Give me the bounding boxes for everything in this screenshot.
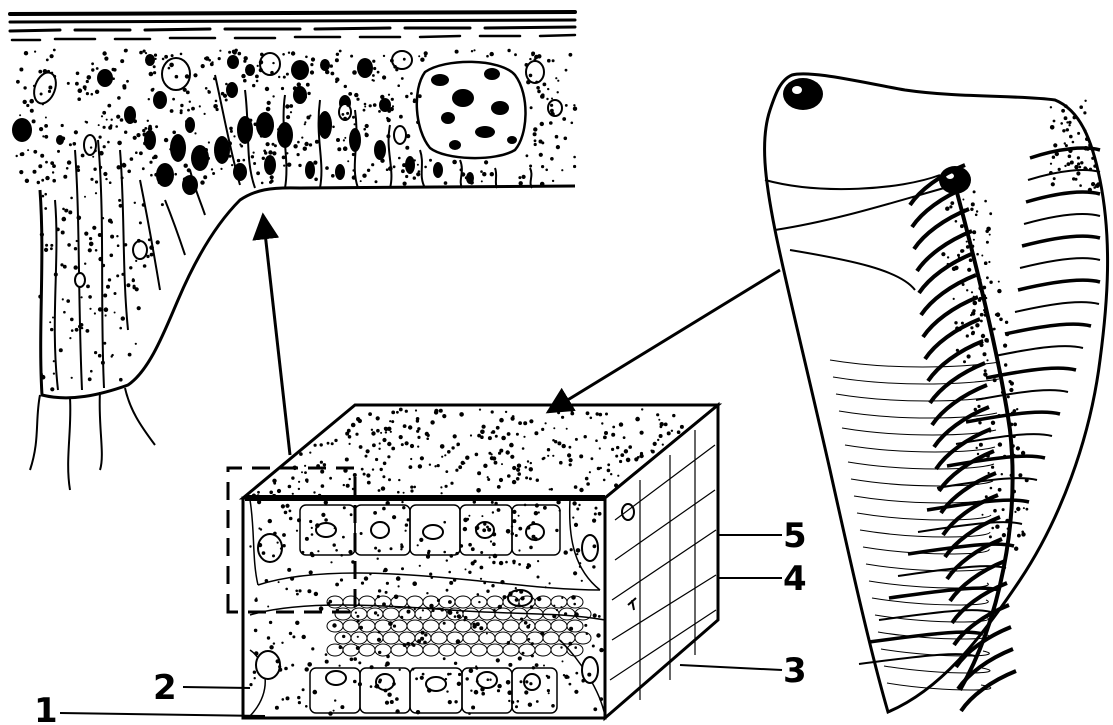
large-nucleus: [417, 62, 526, 158]
arrow-to-detail: [263, 215, 290, 455]
leader-2: [183, 687, 250, 688]
label-4: 4: [783, 559, 807, 599]
label-5: 5: [783, 516, 807, 556]
arrow-to-block: [548, 270, 780, 412]
tissue-block: [228, 405, 718, 718]
cuticle-layers: [10, 12, 575, 40]
label-2: 2: [153, 668, 177, 708]
label-1: 1: [34, 691, 58, 725]
leader-3: [680, 665, 782, 670]
leader-1: [60, 713, 265, 716]
tissue-outline: [40, 186, 575, 398]
whole-organ: [765, 74, 1108, 712]
label-3: 3: [783, 651, 807, 691]
eyespot-top: [783, 78, 823, 110]
